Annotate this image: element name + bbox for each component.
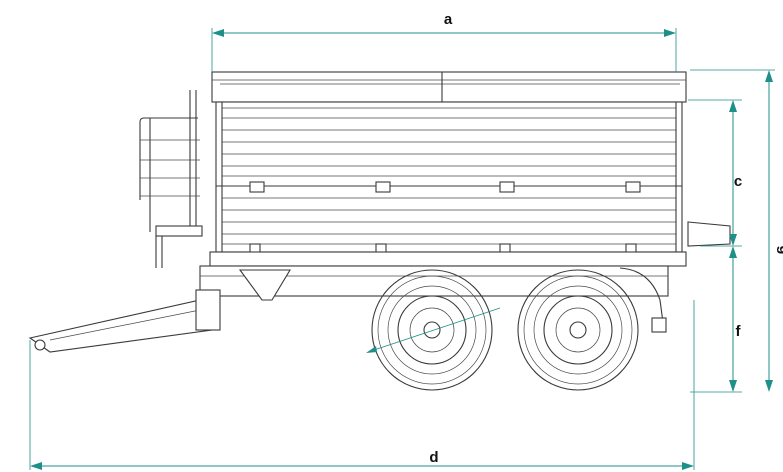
dimension-c	[688, 99, 742, 247]
dimension-a	[211, 28, 677, 72]
label-c: c	[734, 173, 742, 190]
side-panel	[215, 101, 683, 253]
body-sill	[209, 251, 687, 267]
dimension-d	[29, 300, 695, 470]
drawbar	[28, 289, 221, 353]
dimension-g	[690, 69, 775, 392]
dimension-f	[690, 246, 742, 393]
trailer-body	[209, 71, 731, 267]
chassis-frame	[199, 265, 669, 333]
label-f: f	[736, 323, 742, 340]
label-g: g	[776, 245, 783, 254]
wheel-front	[371, 269, 493, 391]
label-d: d	[429, 449, 438, 466]
top-extension-board	[211, 71, 687, 103]
label-a: a	[444, 11, 453, 28]
panel-ribs	[216, 107, 682, 245]
panel-hinges	[249, 181, 641, 257]
rear-light	[687, 221, 731, 247]
access-ladder	[139, 90, 203, 268]
wheel-rear	[517, 269, 639, 391]
